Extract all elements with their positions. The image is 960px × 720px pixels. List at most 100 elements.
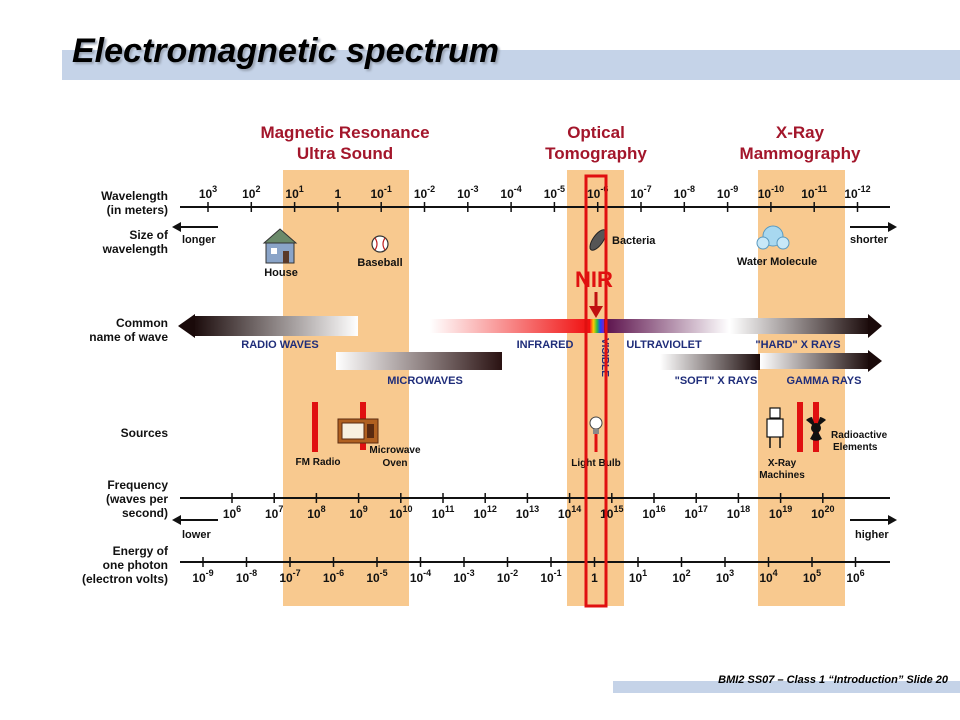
fm-radio-label: FM Radio [296, 457, 341, 468]
higher-label: higher [855, 529, 889, 541]
frequency-tick-label: 1013 [516, 504, 539, 521]
house-icon [262, 228, 298, 264]
section-xray-line2: Mammography [740, 144, 861, 163]
wavelength-tick-label: 10-10 [758, 184, 784, 201]
mri-band [283, 170, 409, 606]
frequency-tick-label: 107 [265, 504, 283, 521]
wavelength-tick-label: 10-1 [371, 184, 392, 201]
slide-footer: BMI2 SS07 – Class 1 “Introduction” Slide… [718, 674, 948, 686]
light-bulb-label: Light Bulb [571, 458, 620, 469]
energy-tick-label: 10-7 [279, 568, 300, 585]
energy-tick-label: 105 [803, 568, 821, 585]
energy-tick-label: 10-2 [497, 568, 518, 585]
house-label: House [264, 267, 298, 279]
frequency-ticks [231, 493, 824, 503]
gamma-rays-bar [760, 353, 870, 369]
energy-tick-label: 1 [591, 571, 598, 585]
energy-tick-label: 10-4 [410, 568, 431, 585]
wavelength-tick-label: 103 [199, 184, 217, 201]
baseball-label: Baseball [357, 257, 402, 269]
hard-xrays-arrowhead [868, 314, 882, 338]
frequency-tick-label: 1014 [558, 504, 581, 521]
higher-arrowhead [888, 515, 897, 525]
energy-tick-label: 10-8 [236, 568, 257, 585]
energy-tick-label: 101 [629, 568, 647, 585]
water-molecule-label: Water Molecule [737, 256, 817, 268]
microwaves-bar [336, 352, 502, 370]
wavelength-tick-label: 10-3 [457, 184, 478, 201]
section-mri-line2: Ultra Sound [297, 144, 393, 163]
xray-machines-label-line2: Machines [759, 470, 805, 481]
frequency-tick-label: 1020 [811, 504, 834, 521]
wavelength-tick-label: 10-8 [674, 184, 695, 201]
energy-tick-label: 10-9 [192, 568, 213, 585]
title-bar [62, 50, 960, 80]
light-bulb-icon [589, 416, 603, 452]
energy-ticks [202, 557, 857, 567]
section-optical-line1: Optical [567, 123, 625, 142]
soft-xrays-bar [660, 354, 760, 370]
soft-xrays-label: "SOFT" X RAYS [675, 375, 758, 387]
frequency-tick-label: 1017 [685, 504, 708, 521]
shorter-label: shorter [850, 234, 889, 246]
footer-bar [613, 681, 960, 693]
energy-tick-label: 106 [846, 568, 864, 585]
frequency-tick-label: 1012 [474, 504, 497, 521]
energy-tick-label: 102 [672, 568, 690, 585]
energy-tick-label: 10-1 [540, 568, 561, 585]
energy-tick-label: 103 [716, 568, 734, 585]
row-wavelength-line2: (in meters) [107, 203, 168, 217]
infrared-label: INFRARED [517, 339, 574, 351]
frequency-tick-label: 106 [223, 504, 241, 521]
microwaves-label: MICROWAVES [387, 375, 463, 387]
row-size-line1: Size of [129, 228, 169, 242]
nir-arrowhead [589, 306, 603, 318]
lower-label: lower [182, 529, 211, 541]
longer-label: longer [182, 234, 216, 246]
row-energy-line3: (electron volts) [82, 572, 168, 586]
nir-highlight-box [584, 174, 608, 608]
microwave-oven-icon [337, 418, 379, 444]
energy-tick-label: 10-6 [323, 568, 344, 585]
row-sources: Sources [121, 426, 169, 440]
wavelength-tick-label: 10-11 [801, 184, 827, 201]
wavelength-tick-label: 10-7 [630, 184, 651, 201]
energy-tick-label: 104 [759, 568, 777, 585]
wavelength-tick-label: 10-12 [844, 184, 870, 201]
wavelength-tick-label: 10-5 [544, 184, 565, 201]
nir-label: NIR [575, 267, 613, 292]
frequency-tick-label: 1011 [432, 504, 455, 521]
visible-bar [590, 319, 604, 333]
wavelength-tick-label: 102 [242, 184, 260, 201]
section-mri-line1: Magnetic Resonance [260, 123, 429, 142]
row-wavelength-line1: Wavelength [101, 189, 168, 203]
hard-xrays-label: "HARD" X RAYS [755, 339, 840, 351]
radioactive-icon [806, 402, 826, 452]
frequency-tick-label: 1016 [642, 504, 665, 521]
frequency-tick-label: 1010 [389, 504, 412, 521]
wavelength-tick-label: 1 [335, 187, 342, 201]
wavelength-tick-label: 10-6 [587, 184, 608, 201]
infrared-bar [430, 319, 590, 333]
fm-radio-marker [312, 402, 318, 452]
lower-arrowhead [172, 515, 181, 525]
xray-machine-icon [766, 407, 784, 448]
row-frequency-line2: (waves per [106, 492, 168, 506]
frequency-tick-label: 1018 [727, 504, 750, 521]
row-size-line2: wavelength [102, 242, 168, 256]
wavelength-ticks [207, 202, 859, 212]
wavelength-tick-label: 10-9 [717, 184, 738, 201]
microwave-oven-label-line2: Oven [382, 458, 407, 469]
row-common-line1: Common [116, 316, 168, 330]
frequency-tick-label: 108 [307, 504, 325, 521]
frequency-tick-label: 109 [349, 504, 367, 521]
section-xray-line1: X-Ray [776, 123, 825, 142]
frequency-tick-label: 1019 [769, 504, 792, 521]
ultraviolet-label: ULTRAVIOLET [626, 339, 702, 351]
xray-machines-label-line1: X-Ray [768, 458, 797, 469]
radio-waves-bar [193, 316, 358, 336]
radio-waves-label: RADIO WAVES [241, 339, 318, 351]
water-molecule-icon [756, 225, 790, 250]
